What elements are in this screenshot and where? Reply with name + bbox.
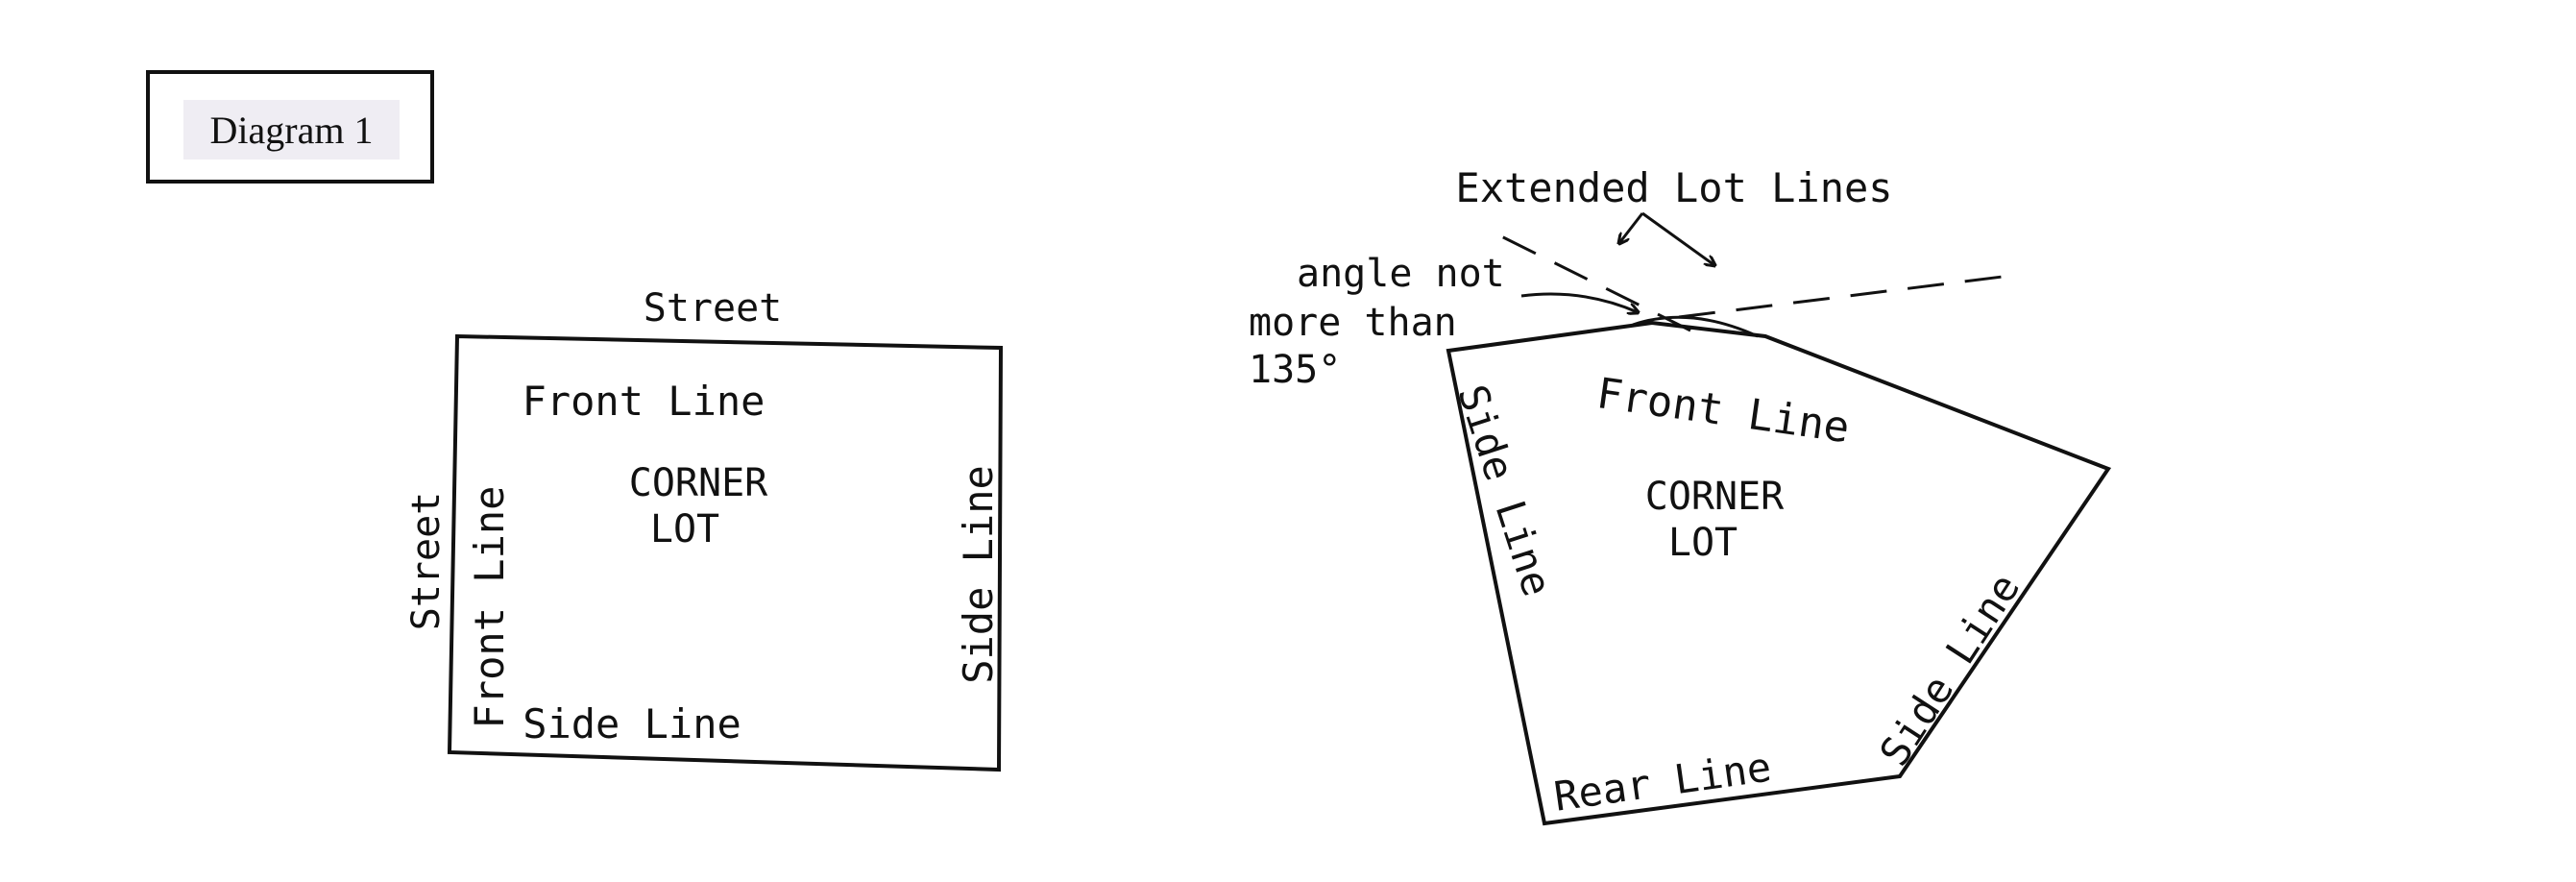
extended-lot-lines-arrow-right	[1641, 211, 1714, 265]
lot1-side-line-bottom-label: Side Line	[522, 700, 741, 747]
lot1-corner-label: CORNER	[629, 461, 768, 505]
lot1-front-line-top-label: Front Line	[522, 378, 766, 425]
lot1-left-street-label: Street	[404, 492, 449, 631]
lot1-side-line-right-label: Side Line	[955, 465, 1002, 684]
lot2-boundary	[1446, 320, 2112, 826]
lot2-extended-line-1	[1678, 275, 2004, 319]
lot2-angle-label-line1: angle not	[1297, 252, 1505, 296]
lot2-extended-line-2	[1493, 231, 1691, 332]
lot2-angle-label-line2: more than	[1249, 301, 1457, 345]
lot2-angle-label-line3: 135°	[1249, 348, 1341, 392]
lot1-top-street-label: Street	[644, 286, 783, 331]
corner-lot-rectangle	[447, 333, 1004, 772]
lot2-angle-arc	[1632, 315, 1759, 338]
angle-label-arrow	[1520, 292, 1638, 312]
lot2-extended-lot-lines-label: Extended Lot Lines	[1455, 164, 1892, 211]
lot2-side-line-left-label: Side Line	[1448, 380, 1561, 602]
lot2-front-line-label: Front Line	[1593, 369, 1852, 453]
diagram-title-box: Diagram 1	[146, 70, 434, 184]
lot1-lot-label: LOT	[650, 507, 719, 551]
lot1-front-line-left-label: Front Line	[466, 486, 513, 729]
lot2-lot-label: LOT	[1668, 521, 1738, 565]
diagram-title: Diagram 1	[183, 100, 400, 159]
lot1-boundary	[447, 333, 1004, 772]
lot2-corner-label: CORNER	[1645, 475, 1785, 519]
extended-lot-lines-arrow-left	[1619, 212, 1644, 243]
corner-lot-irregular	[1446, 231, 2112, 826]
lot2-side-line-right-label: Side Line	[1870, 565, 2029, 774]
